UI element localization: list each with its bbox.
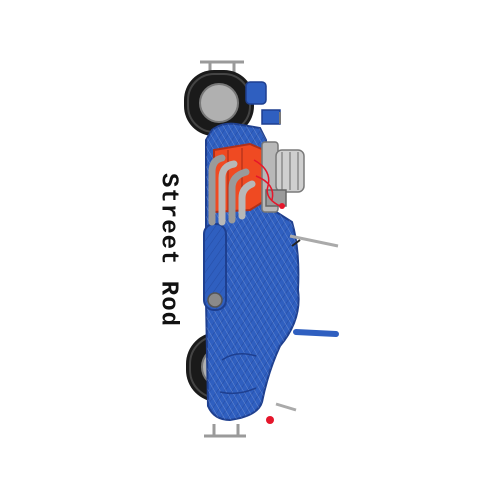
caption-label: Street Rod: [154, 172, 182, 328]
side-pipe: [203, 223, 227, 311]
supercharger: [253, 141, 305, 213]
engine: [208, 142, 268, 226]
front-bumper: [204, 424, 246, 438]
rear-suspension: [245, 81, 281, 125]
distributor-icon: [279, 203, 285, 209]
headlight-icon: [266, 416, 274, 424]
rear-hubcap-icon: [199, 83, 239, 123]
rear-wheel: [184, 70, 254, 136]
windshield-frame: [266, 234, 339, 424]
